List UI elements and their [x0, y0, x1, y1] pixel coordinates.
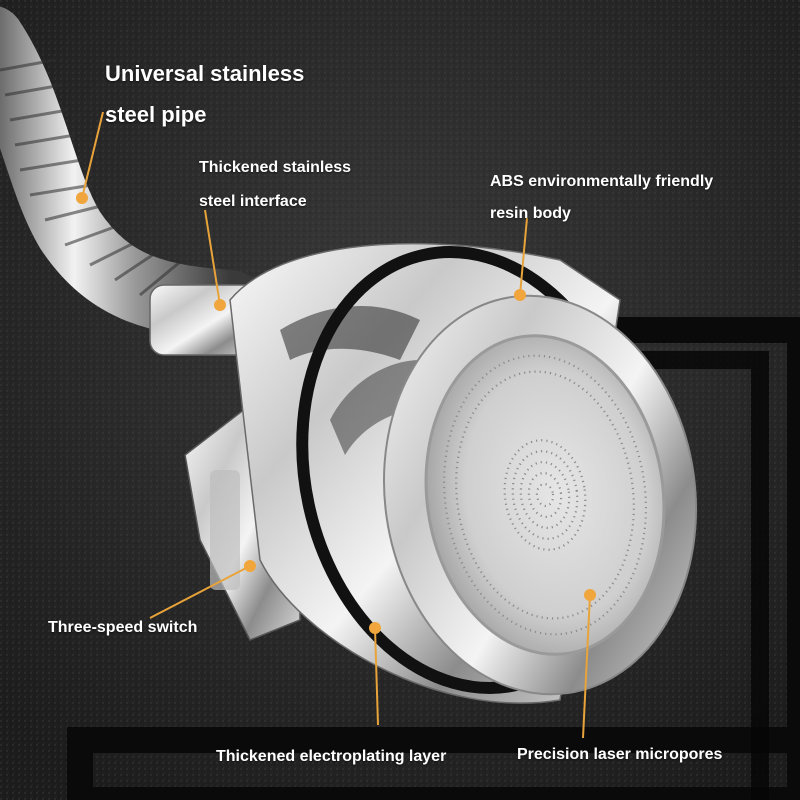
label-micropores: Precision laser micropores — [517, 746, 723, 763]
label-electroplating: Thickened electroplating layer — [216, 748, 447, 765]
label-body-line2: resin body — [490, 205, 571, 222]
label-body-line1: ABS environmentally friendly — [490, 173, 714, 190]
label-interface-line2: steel interface — [199, 193, 307, 210]
label-pipe-line1: Universal stainless — [105, 61, 305, 86]
label-interface-line1: Thickened stainless — [199, 159, 352, 176]
label-universal-pipe: Universal stainless steel pipe — [105, 53, 304, 135]
label-three-speed-switch: Three-speed switch — [48, 619, 198, 636]
label-abs-body: ABS environmentally friendly resin body — [490, 166, 713, 230]
label-pipe-line2: steel pipe — [105, 102, 207, 127]
label-interface: Thickened stainless steel interface — [199, 151, 351, 219]
